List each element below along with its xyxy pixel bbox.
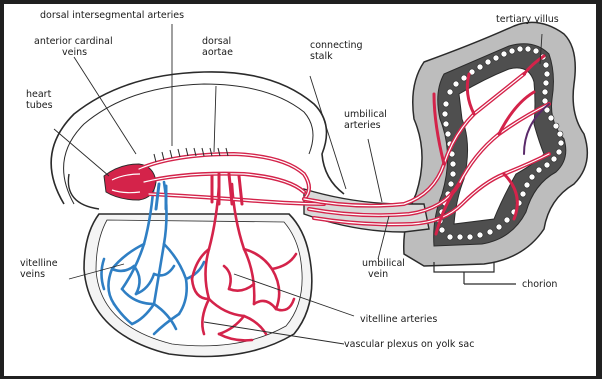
vitelline-trunks bbox=[156, 174, 242, 209]
label-vitelline-veins-1: vitelline bbox=[20, 258, 58, 269]
label-dorsal-intersegmental-arteries: dorsal intersegmental arteries bbox=[40, 10, 184, 21]
label-heart-tubes-1: heart bbox=[26, 89, 52, 100]
label-umbilical-arteries-2: arteries bbox=[344, 120, 381, 131]
label-dorsal-aortae-1: dorsal bbox=[202, 36, 231, 47]
label-anterior-cardinal-1: anterior cardinal bbox=[34, 36, 113, 47]
label-umbilical-vein-1: umbilical bbox=[362, 258, 405, 269]
label-tertiary-villus: tertiary villus bbox=[496, 14, 559, 25]
label-connecting-stalk-2: stalk bbox=[310, 51, 333, 62]
label-connecting-stalk-1: connecting bbox=[310, 40, 363, 51]
label-dorsal-aortae-2: aortae bbox=[202, 47, 233, 58]
label-chorion: chorion bbox=[522, 279, 557, 290]
diagram-panel: dorsal intersegmental arteries tertiary … bbox=[4, 4, 596, 376]
label-vitelline-arteries: vitelline arteries bbox=[360, 314, 437, 325]
label-umbilical-arteries-1: umbilical bbox=[344, 109, 387, 120]
label-vascular-plexus: vascular plexus on yolk sac bbox=[344, 339, 474, 350]
label-umbilical-vein-2: vein bbox=[368, 269, 388, 280]
label-anterior-cardinal-2: veins bbox=[62, 47, 87, 58]
label-vitelline-veins-2: veins bbox=[20, 269, 45, 280]
embryo-circulation-diagram: dorsal intersegmental arteries tertiary … bbox=[4, 4, 596, 376]
label-heart-tubes-2: tubes bbox=[26, 100, 53, 111]
